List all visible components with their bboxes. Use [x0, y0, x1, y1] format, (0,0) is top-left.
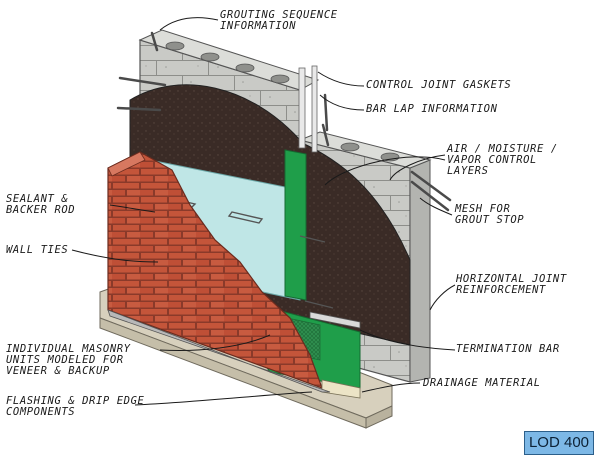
- drainage-material: [321, 379, 361, 399]
- label-control-joint-gaskets: CONTROL JOINT GASKETS: [366, 79, 512, 91]
- label-grouting-sequence: GROUTING SEQUENCE INFORMATION: [220, 9, 338, 32]
- termination-bar: [309, 311, 361, 329]
- label-mesh-grout-stop: MESH FOR GROUT STOP: [455, 203, 525, 226]
- rebar: [116, 31, 452, 212]
- label-flashing-drip-edge: FLASHING & DRIP EDGE COMPONENTS: [6, 395, 145, 418]
- label-drainage-material: DRAINAGE MATERIAL: [423, 377, 541, 389]
- label-wall-ties: WALL TIES: [6, 244, 69, 256]
- brick-veneer: [107, 151, 324, 390]
- label-termination-bar: TERMINATION BAR: [456, 343, 560, 355]
- label-individual-units: INDIVIDUAL MASONRY UNITS MODELED FOR VEN…: [6, 343, 131, 377]
- control-joint: [298, 65, 318, 153]
- lod-badge: LOD 400: [524, 431, 594, 455]
- leader-lines: [71, 17, 456, 406]
- label-horizontal-joint: HORIZONTAL JOINT REINFORCEMENT: [456, 273, 567, 296]
- drip-edge: [107, 309, 331, 393]
- label-sealant-backer-rod: SEALANT & BACKER ROD: [6, 193, 76, 216]
- label-bar-lap: BAR LAP INFORMATION: [366, 103, 498, 115]
- label-air-moisture-vapor: AIR / MOISTURE / VAPOR CONTROL LAYERS: [447, 143, 558, 177]
